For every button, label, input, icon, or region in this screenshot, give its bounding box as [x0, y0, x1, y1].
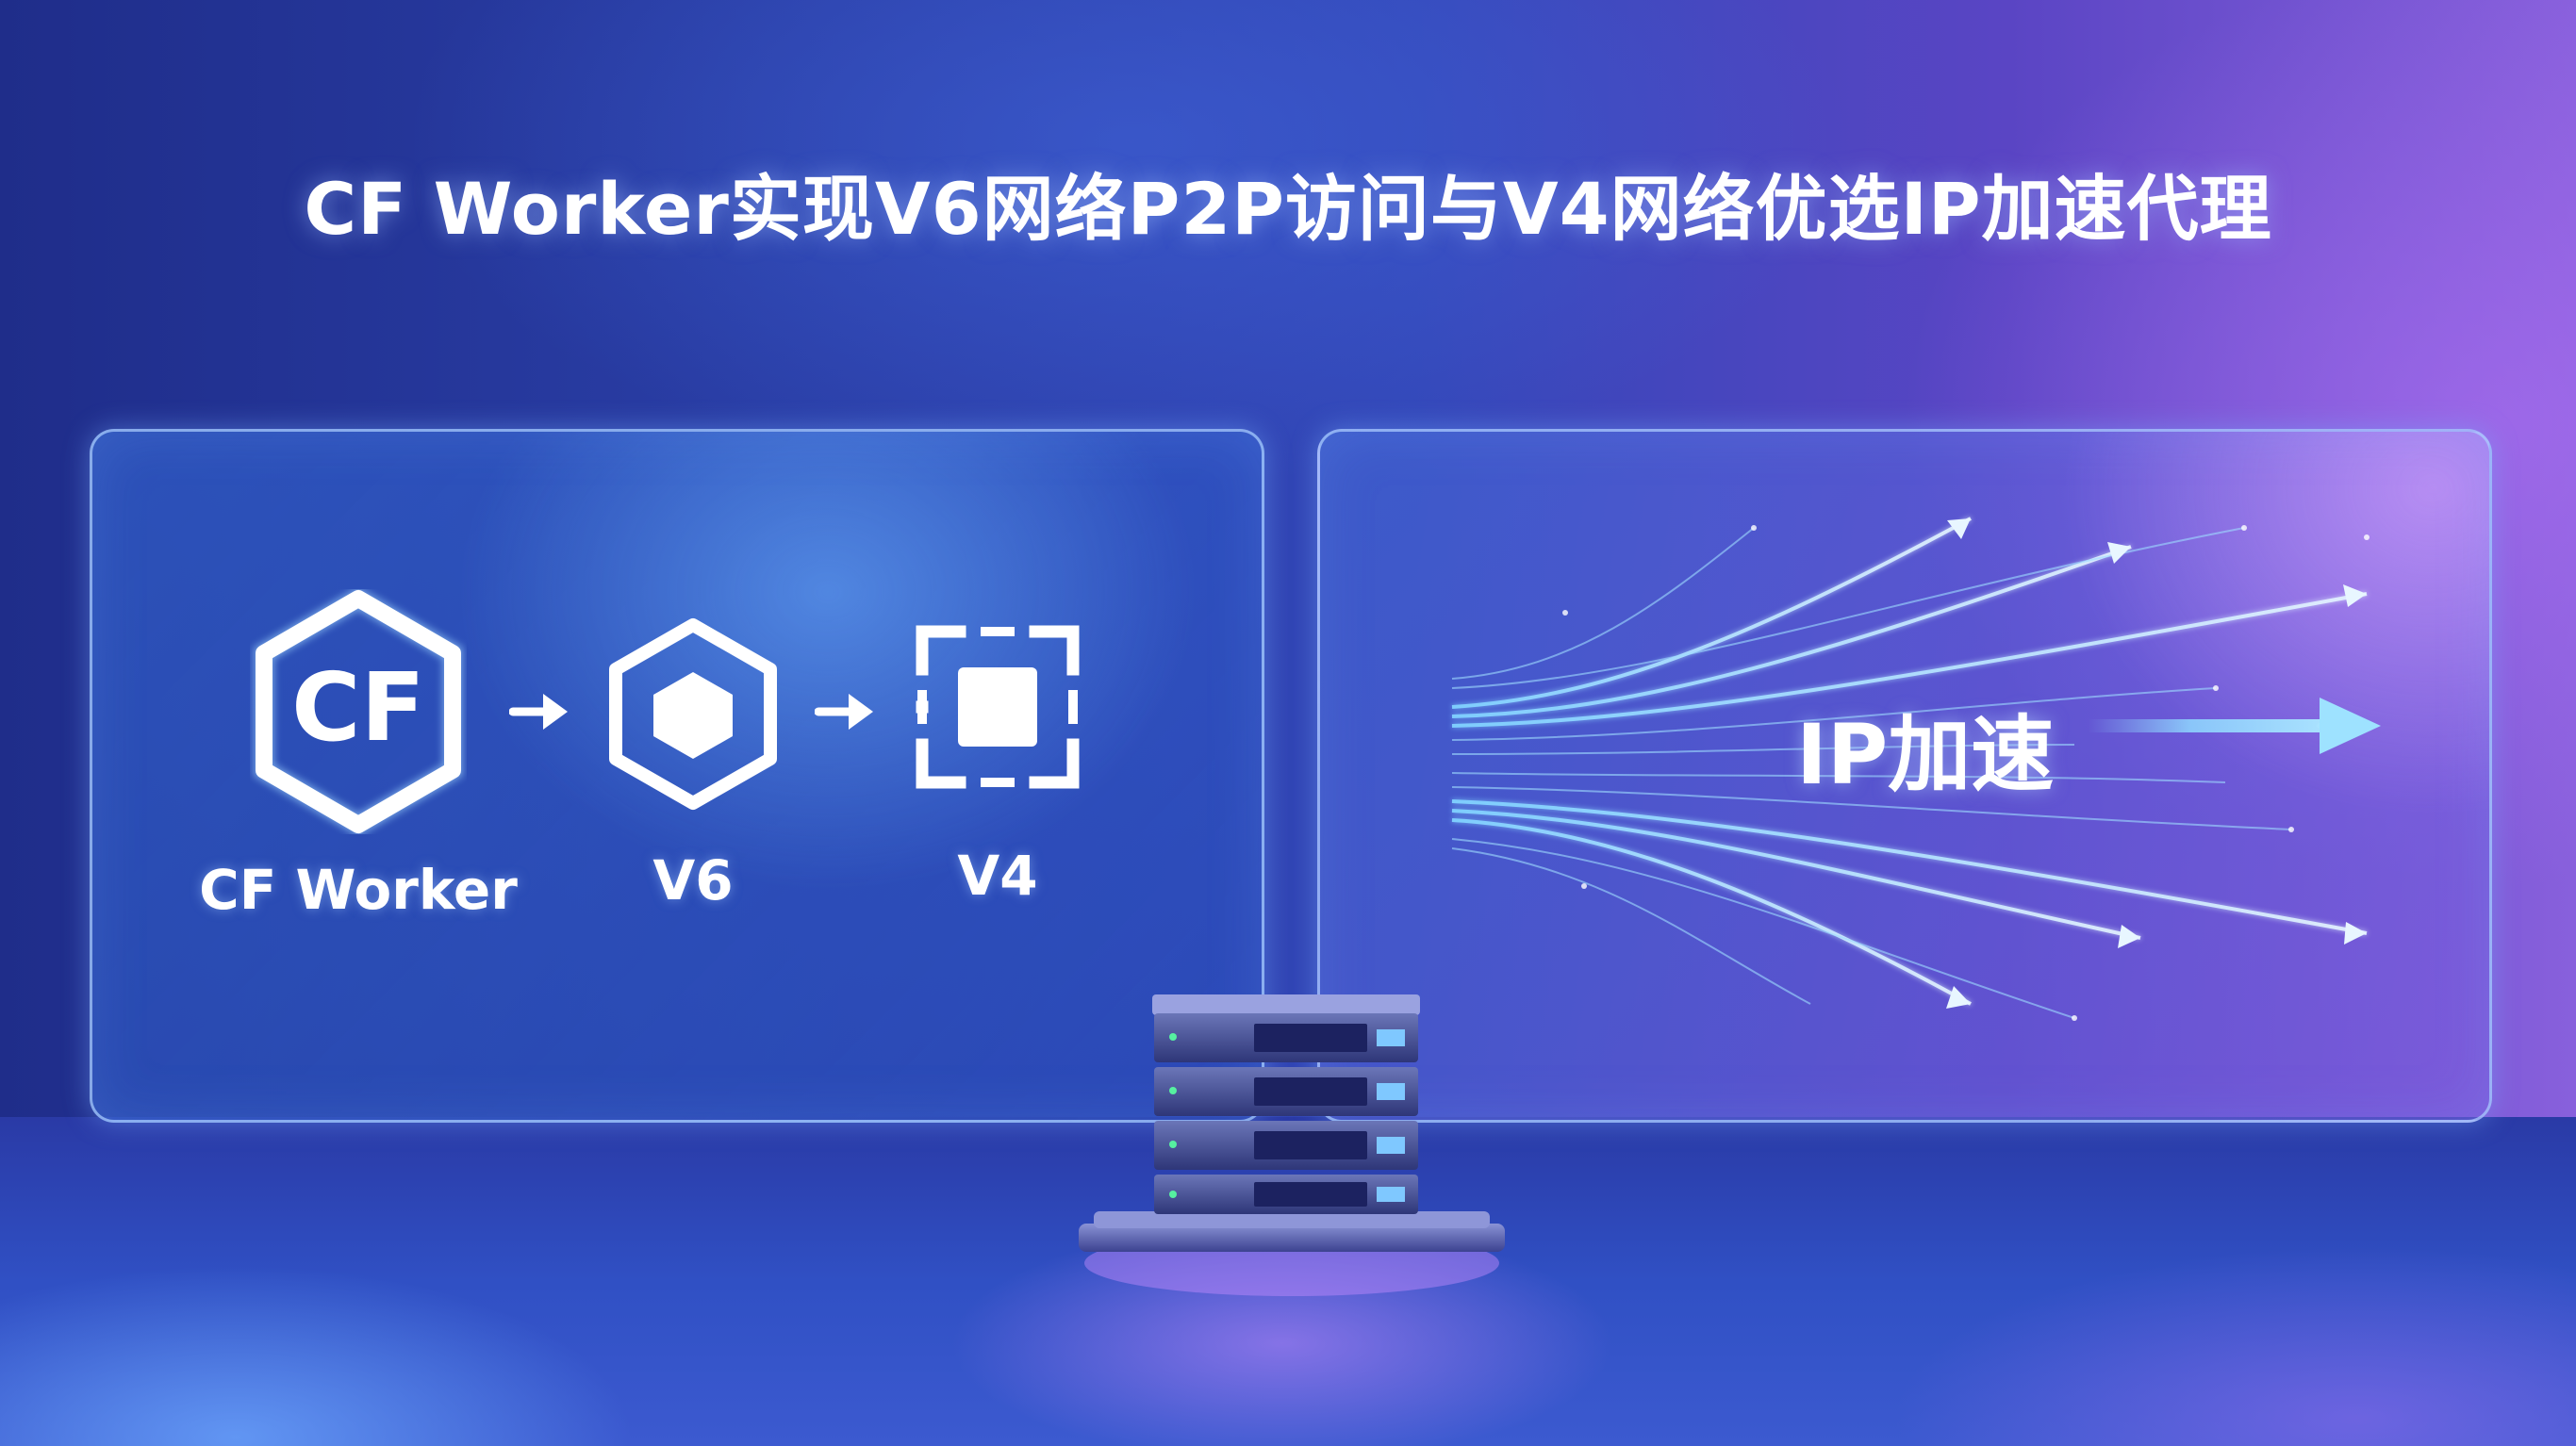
speed-label: IP加速 — [1796, 706, 2055, 803]
node-label-v6: V6 — [652, 848, 734, 912]
speed-lines-icon — [1451, 517, 2381, 1021]
node-label-cf-worker: CF Worker — [199, 858, 518, 922]
server-stack-icon — [1079, 994, 1505, 1296]
arrow-right-icon — [509, 694, 568, 730]
node-label-v4: V4 — [957, 844, 1038, 908]
hexagon-icon — [609, 618, 777, 810]
cf-icon-text: CF — [291, 652, 425, 763]
cf-hexagon-icon: CF — [254, 589, 463, 834]
arrow-right-icon — [815, 694, 873, 730]
square-frame-icon — [916, 625, 1080, 789]
page-title: CF Worker实现V6网络P2P访问与V4网络优选IP加速代理 — [304, 167, 2272, 251]
floor-reflection — [0, 1117, 2576, 1446]
